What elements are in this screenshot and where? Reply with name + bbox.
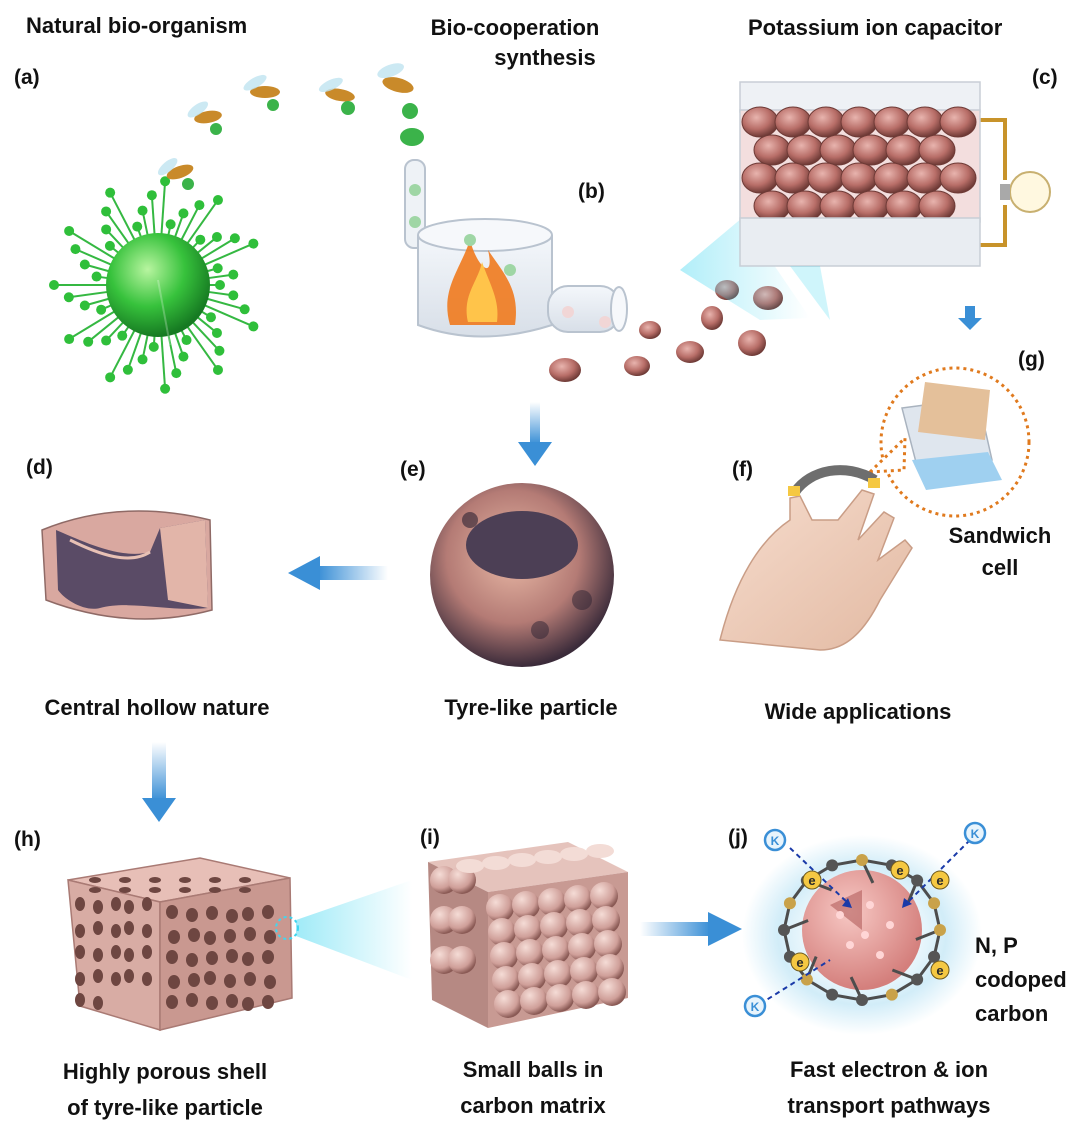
caption-tyre-like-particle: Tyre-like particle xyxy=(444,695,618,720)
panel-label-c: (c) xyxy=(1032,66,1058,89)
codoped-carbon-cage xyxy=(742,835,982,1035)
svg-text:e: e xyxy=(936,873,943,888)
electron-marker: e xyxy=(890,860,910,880)
flow-arrow-down-b xyxy=(518,402,552,466)
electron-marker: e xyxy=(930,870,950,890)
panel-label-i: (i) xyxy=(420,826,440,849)
flow-arrow-left-e xyxy=(288,556,388,590)
carrier-insects xyxy=(157,63,424,190)
panel-label-e: (e) xyxy=(400,458,426,481)
panel-label-f: (f) xyxy=(732,458,753,481)
caption-balls-line1: Small balls in xyxy=(462,1057,604,1082)
caption-wide-applications: Wide applications xyxy=(764,699,952,724)
panel-label-j: (j) xyxy=(728,826,748,849)
svg-text:e: e xyxy=(936,963,943,978)
caption-fast-transport-line1: Fast electron & ion xyxy=(789,1057,989,1082)
panel-label-b: (b) xyxy=(578,180,605,203)
caption-central-hollow: Central hollow nature xyxy=(44,695,270,720)
panel-label-h: (h) xyxy=(14,828,41,851)
title-potassium-ion-capacitor: Potassium ion capacitor xyxy=(748,15,1003,40)
electron-marker: e xyxy=(930,960,950,980)
svg-text:e: e xyxy=(808,873,815,888)
panel-label-d: (d) xyxy=(26,456,53,479)
title-bio-cooperation-line2: synthesis xyxy=(494,45,596,70)
caption-porous-line1: Highly porous shell xyxy=(62,1059,268,1084)
svg-text:e: e xyxy=(896,863,903,878)
hollow-cutaway-particle xyxy=(41,510,213,620)
caption-codoped-line3: carbon xyxy=(975,1001,1049,1026)
bio-organism-illustration xyxy=(49,176,259,394)
potassium-ion-marker: K xyxy=(763,828,787,852)
wearable-application xyxy=(719,306,1031,651)
tyre-particle xyxy=(430,483,614,667)
caption-fast-transport-line2: transport pathways xyxy=(787,1093,991,1118)
caption-sandwich-line1: Sandwich xyxy=(948,523,1052,548)
panel-label-a: (a) xyxy=(14,66,40,89)
caption-porous-line2: of tyre-like particle xyxy=(67,1095,263,1120)
electron-marker: e xyxy=(802,870,822,890)
potassium-ion-marker: K xyxy=(963,821,987,845)
carbon-matrix-balls xyxy=(428,842,628,1028)
electron-marker: e xyxy=(790,952,810,972)
title-bio-cooperation-line1: Bio-cooperation xyxy=(430,15,600,40)
porous-shell-block xyxy=(67,857,412,1032)
svg-text:K: K xyxy=(971,827,980,841)
svg-text:e: e xyxy=(796,955,803,970)
caption-codoped-line1: N, P xyxy=(975,933,1018,958)
svg-text:K: K xyxy=(771,834,780,848)
synthesis-furnace xyxy=(404,159,628,338)
title-natural-bio-organism: Natural bio-organism xyxy=(26,13,248,38)
flow-arrow-right-i xyxy=(640,912,742,946)
capacitor-device xyxy=(680,81,1051,320)
caption-sandwich-line2: cell xyxy=(981,555,1019,580)
caption-balls-line2: carbon matrix xyxy=(460,1093,606,1118)
panel-label-g: (g) xyxy=(1018,348,1045,371)
flow-arrow-down-d xyxy=(142,742,176,822)
svg-text:K: K xyxy=(751,1000,760,1014)
potassium-ion-marker: K xyxy=(743,994,767,1018)
caption-codoped-line2: codoped xyxy=(975,967,1067,992)
